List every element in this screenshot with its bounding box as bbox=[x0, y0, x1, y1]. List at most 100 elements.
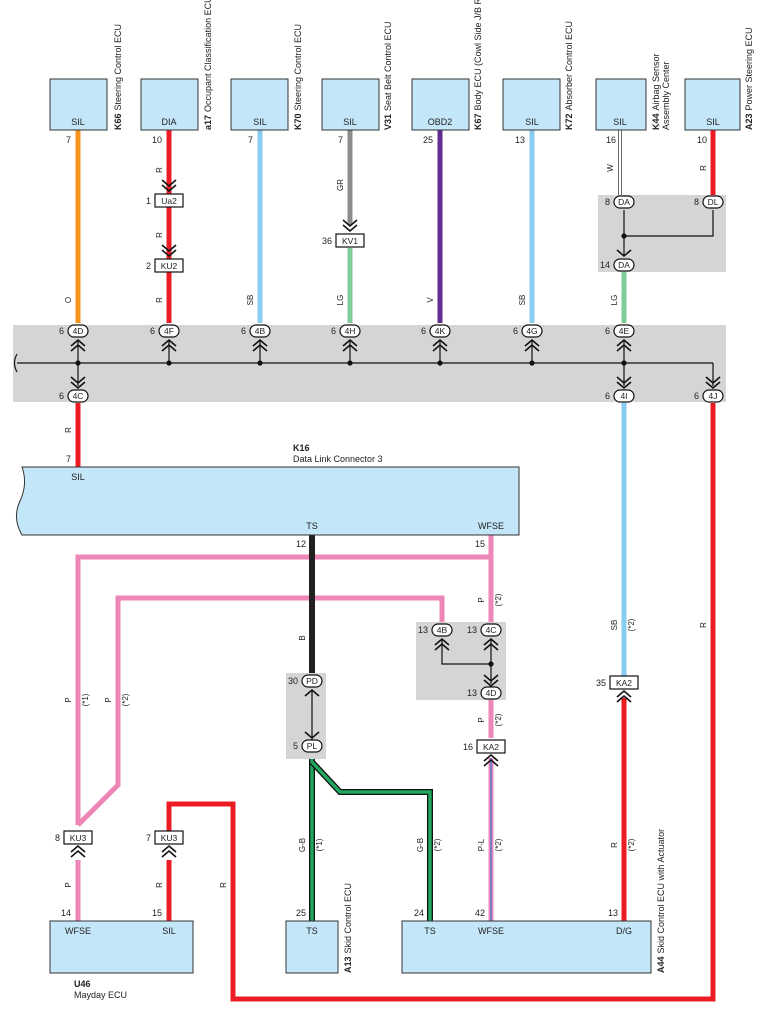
u46-code: U46 bbox=[74, 979, 91, 989]
ecu-k66-terminal: SIL bbox=[71, 117, 85, 127]
ecu-v31-terminal: SIL bbox=[343, 117, 357, 127]
svg-text:6: 6 bbox=[59, 326, 64, 336]
svg-text:V: V bbox=[426, 297, 435, 303]
u46-terminal-sil: SIL bbox=[162, 926, 176, 936]
a13-terminal-ts: TS bbox=[306, 926, 318, 936]
svg-text:R: R bbox=[155, 297, 164, 303]
svg-text:KU3: KU3 bbox=[70, 833, 87, 843]
svg-text:6: 6 bbox=[59, 391, 64, 401]
svg-text:R: R bbox=[155, 882, 164, 888]
ecu-k72-terminal: SIL bbox=[525, 117, 539, 127]
ecu-a17-terminal: DIA bbox=[161, 117, 176, 127]
svg-text:35: 35 bbox=[596, 678, 606, 688]
4b-junction-dot bbox=[488, 661, 494, 667]
svg-text:4F: 4F bbox=[164, 326, 174, 336]
svg-text:4B: 4B bbox=[437, 625, 448, 635]
wire-pink-p2 bbox=[76, 595, 445, 827]
svg-text:(*2): (*2) bbox=[627, 838, 636, 851]
svg-text:(*1): (*1) bbox=[81, 693, 90, 706]
svg-text:PL: PL bbox=[307, 741, 318, 751]
svg-text:LG: LG bbox=[610, 295, 619, 306]
connector-4b-top: 4B 6 bbox=[241, 324, 271, 352]
svg-text:P-L: P-L bbox=[477, 838, 486, 851]
ecu-k66: SIL 7 K66Steering Control ECU bbox=[49, 24, 123, 145]
svg-text:6: 6 bbox=[150, 326, 155, 336]
a44-pin-dg: 13 bbox=[608, 908, 618, 918]
a44-title: A44Skid Control ECU with Actuator bbox=[656, 829, 666, 973]
connector-ku3-sil: KU3 7 bbox=[146, 830, 184, 858]
svg-text:14: 14 bbox=[600, 260, 610, 270]
svg-text:(*2): (*2) bbox=[494, 713, 503, 726]
svg-text:4I: 4I bbox=[620, 391, 627, 401]
ecu-a44: TS WFSE D/G 24 42 13 A44Skid Control ECU… bbox=[401, 829, 666, 974]
svg-text:O: O bbox=[64, 297, 73, 303]
k44-junction-lines bbox=[623, 210, 714, 256]
u46-name: Mayday ECU bbox=[74, 990, 127, 1000]
connector-4g: 4G 6 bbox=[513, 324, 543, 352]
svg-text:4E: 4E bbox=[619, 326, 630, 336]
u46-pin-wfse: 14 bbox=[61, 908, 71, 918]
svg-text:SB: SB bbox=[246, 295, 255, 306]
svg-text:R: R bbox=[699, 165, 708, 171]
connector-da-bottom: DA 14 bbox=[600, 249, 635, 272]
connector-4j: 4J 6 bbox=[694, 376, 724, 403]
svg-text:R: R bbox=[610, 842, 619, 848]
svg-text:6: 6 bbox=[605, 391, 610, 401]
svg-text:PD: PD bbox=[306, 676, 318, 686]
ecu-k44-pin: 16 bbox=[606, 135, 616, 145]
ecu-v31: SIL 7 V31Seat Belt Control ECU bbox=[321, 21, 393, 145]
main-junction-bottom-connectors: 4C 6 4I 6 4J 6 bbox=[59, 376, 724, 403]
svg-text:4K: 4K bbox=[435, 326, 446, 336]
svg-text:13: 13 bbox=[418, 625, 428, 635]
ecu-a23-pin: 10 bbox=[697, 135, 707, 145]
svg-text:R: R bbox=[699, 622, 708, 628]
connector-4f: 4F 6 bbox=[150, 324, 180, 352]
svg-text:SB: SB bbox=[518, 295, 527, 306]
k16-terminal-sil: SIL bbox=[71, 472, 85, 482]
ecu-k44-terminal: SIL bbox=[613, 117, 627, 127]
ecu-k70-title: K70Steering Control ECU bbox=[293, 24, 303, 130]
svg-text:2: 2 bbox=[146, 261, 151, 271]
ecu-k66-pin: 7 bbox=[66, 135, 71, 145]
k44-junction-dot bbox=[621, 233, 627, 239]
connector-ka2-wfse: KA2 16 bbox=[463, 739, 506, 767]
ecu-v31-title: V31Seat Belt Control ECU bbox=[383, 21, 393, 130]
svg-text:4D: 4D bbox=[486, 688, 497, 698]
svg-text:(*1): (*1) bbox=[315, 838, 324, 851]
ecu-k67-pin: 25 bbox=[423, 135, 433, 145]
a44-pin-ts: 24 bbox=[414, 908, 424, 918]
ecu-k67-title: K67Body ECU (Cowl Side J/B RH) bbox=[473, 0, 483, 130]
svg-text:4B: 4B bbox=[255, 326, 266, 336]
svg-text:DA: DA bbox=[618, 197, 630, 207]
ecu-a17-title: a17Occupant Classification ECU bbox=[203, 0, 213, 130]
connector-ku3-wfse: KU3 8 bbox=[55, 830, 93, 858]
svg-text:4J: 4J bbox=[709, 391, 718, 401]
ecu-v31-pin: 7 bbox=[338, 135, 343, 145]
ecu-a13: TS 25 A13Skid Control ECU bbox=[285, 883, 353, 974]
ecu-k67-terminal: OBD2 bbox=[428, 117, 453, 127]
ecu-k44-title: K44Airbag Sensor bbox=[651, 53, 661, 130]
svg-text:P: P bbox=[64, 882, 73, 887]
svg-text:P: P bbox=[104, 697, 113, 702]
ecu-k70-pin: 7 bbox=[248, 135, 253, 145]
connector-dl: DL 8 bbox=[694, 195, 724, 209]
svg-text:KA2: KA2 bbox=[483, 742, 499, 752]
connector-4c-low: 4C 6 bbox=[59, 376, 89, 403]
connector-4i: 4I 6 bbox=[605, 376, 635, 403]
svg-text:4C: 4C bbox=[73, 391, 84, 401]
svg-text:R: R bbox=[219, 882, 228, 888]
k16-pin-ts: 12 bbox=[296, 539, 306, 549]
connector-kv1: KV1 36 bbox=[322, 219, 365, 248]
svg-text:KU3: KU3 bbox=[161, 833, 178, 843]
a44-terminal-ts: TS bbox=[424, 926, 436, 936]
svg-text:4D: 4D bbox=[73, 326, 84, 336]
svg-text:30: 30 bbox=[288, 676, 298, 686]
u46-pin-sil: 15 bbox=[152, 908, 162, 918]
ecu-a23-terminal: SIL bbox=[706, 117, 720, 127]
svg-text:DL: DL bbox=[708, 197, 719, 207]
a13-pin-ts: 25 bbox=[296, 908, 306, 918]
ecu-a23-title: A23Power Steering ECU bbox=[744, 27, 754, 130]
svg-text:8: 8 bbox=[694, 197, 699, 207]
main-junction-top-connectors: 4D 6 4F 6 4B 6 4H 6 4K 6 bbox=[59, 324, 635, 352]
